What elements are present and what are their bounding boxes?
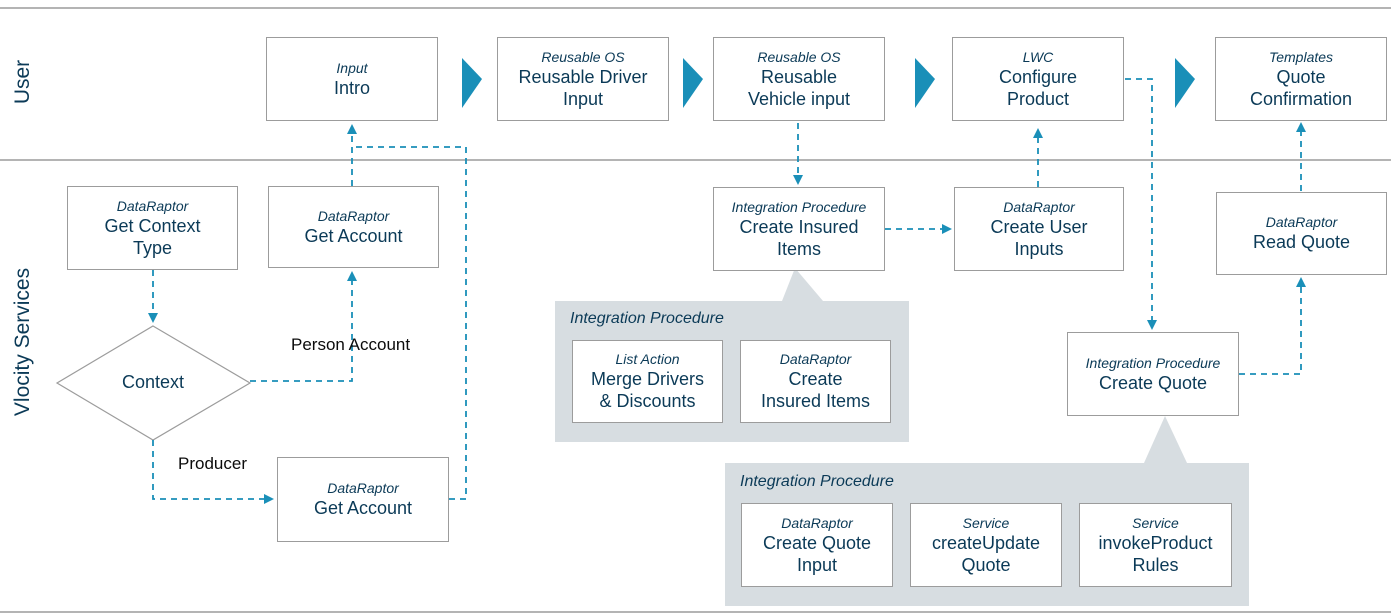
get-account-producer-kind: DataRaptor (327, 480, 399, 496)
reusable-vehicle-kind: Reusable OS (757, 48, 841, 65)
configure-product-box: LWC Configure Product (952, 37, 1124, 121)
create-quote-input-box: DataRaptor Create Quote Input (741, 503, 893, 587)
create-quote-input-name: Create Quote Input (762, 532, 872, 575)
edge-create-quote-to-read-quote (1239, 277, 1306, 375)
get-context-type-name: Get Context Type (104, 215, 201, 258)
edge-configure-to-create-quote (1125, 78, 1157, 330)
read-quote-box: DataRaptor Read Quote (1216, 192, 1387, 275)
edge-context-to-person-account (250, 271, 357, 382)
create-quote-kind: Integration Procedure (1085, 354, 1221, 371)
quote-confirmation-box: Templates Quote Confirmation (1215, 37, 1387, 121)
create-user-inputs-name: Create User Inputs (990, 216, 1088, 259)
reusable-driver-kind: Reusable OS (541, 48, 625, 65)
create-insured-items-box: Integration Procedure Create Insured Ite… (713, 187, 885, 271)
reusable-driver-name: Reusable Driver Input (518, 66, 648, 109)
chevron-icon-1 (462, 58, 482, 108)
reusable-vehicle-name: Reusable Vehicle input (747, 66, 851, 109)
create-insured-items-dr-kind: DataRaptor (779, 351, 852, 367)
create-insured-items-dr-name: Create Insured Items (760, 369, 871, 411)
create-update-quote-kind: Service (962, 514, 1010, 531)
get-account-person-name: Get Account (304, 225, 403, 246)
reusable-vehicle-box: Reusable OS Reusable Vehicle input (713, 37, 885, 121)
get-account-person-box: DataRaptor Get Account (268, 186, 439, 268)
configure-product-kind: LWC (1022, 48, 1054, 65)
chevron-icon-2 (683, 58, 703, 108)
read-quote-name: Read Quote (1252, 232, 1351, 252)
create-update-quote-box: Service createUpdate Quote (910, 503, 1062, 587)
configure-product-name: Configure Product (998, 66, 1078, 109)
create-quote-box: Integration Procedure Create Quote (1067, 332, 1239, 416)
context-decision-label: Context (121, 372, 185, 392)
invoke-product-rules-box: Service invokeProduct Rules (1079, 503, 1232, 587)
lane-label-services: Vlocity Services (11, 267, 34, 417)
get-account-person-kind: DataRaptor (317, 207, 390, 224)
merge-drivers-name: Merge Drivers & Discounts (590, 369, 705, 411)
quote-confirmation-name: Quote Confirmation (1249, 66, 1353, 109)
merge-drivers-kind: List Action (615, 351, 680, 367)
reusable-driver-box: Reusable OS Reusable Driver Input (497, 37, 669, 121)
create-quote-name: Create Quote (1098, 372, 1208, 393)
producer-label: Producer (178, 454, 247, 473)
edge-context-to-producer (152, 440, 274, 504)
intro-kind: Input (336, 59, 368, 76)
merge-drivers-box: List Action Merge Drivers & Discounts (572, 340, 723, 423)
get-account-producer-box: DataRaptor Get Account (277, 457, 449, 542)
create-insured-items-kind: Integration Procedure (731, 198, 867, 215)
invoke-product-rules-name: invokeProduct Rules (1098, 532, 1213, 575)
invoke-product-rules-kind: Service (1132, 514, 1179, 531)
create-insured-items-dr-box: DataRaptor Create Insured Items (740, 340, 891, 423)
create-quote-panel-title: Integration Procedure (740, 473, 894, 490)
person-account-label: Person Account (291, 335, 411, 354)
quote-confirmation-kind: Templates (1268, 48, 1334, 65)
get-context-type-box: DataRaptor Get Context Type (67, 186, 238, 270)
chevron-icon-4 (1175, 58, 1195, 108)
create-quote-input-kind: DataRaptor (781, 514, 853, 531)
chevron-icon-3 (915, 58, 935, 108)
create-user-inputs-kind: DataRaptor (1003, 198, 1075, 215)
insured-items-panel-title: Integration Procedure (570, 310, 724, 327)
create-user-inputs-box: DataRaptor Create User Inputs (954, 187, 1124, 271)
get-context-type-kind: DataRaptor (116, 197, 189, 214)
create-insured-items-name: Create Insured Items (739, 216, 859, 259)
get-account-producer-name: Get Account (313, 498, 413, 518)
intro-name: Intro (333, 77, 371, 98)
read-quote-kind: DataRaptor (1265, 214, 1338, 230)
lane-label-user: User (11, 59, 34, 105)
intro-box: Input Intro (266, 37, 438, 121)
edge-producer-account-to-intro (352, 146, 467, 500)
create-update-quote-name: createUpdate Quote (931, 532, 1041, 575)
